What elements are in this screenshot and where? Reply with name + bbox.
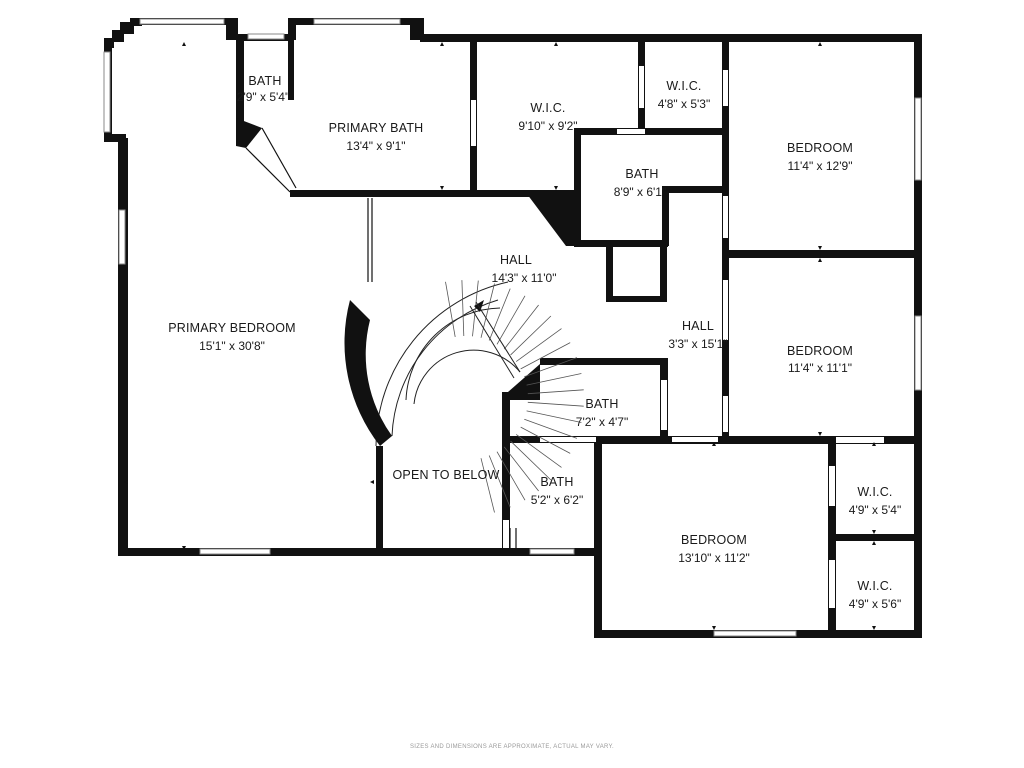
room-dim-bedroom3: 13'10" x 11'2" — [678, 551, 750, 565]
stair-tread — [520, 426, 571, 454]
room-dim-wic4: 4'9" x 5'6" — [849, 597, 901, 611]
room-name-wic3: W.I.C. — [857, 485, 892, 499]
room-dim-hall1: 14'3" x 11'0" — [492, 271, 557, 285]
room-dim-primary-bath: 13'4" x 9'1" — [346, 139, 405, 153]
stair-tread — [461, 280, 465, 337]
stair-tread — [510, 440, 552, 481]
stair-tread — [520, 342, 571, 370]
room-name-bedroom3: BEDROOM — [681, 533, 747, 547]
room-name-bedroom1: BEDROOM — [787, 141, 853, 155]
disclaimer-text: SIZES AND DIMENSIONS ARE APPROXIMATE, AC… — [410, 744, 614, 750]
room-labels: BATH 2'9" x 5'4" PRIMARY BATH 13'4" x 9'… — [168, 74, 901, 611]
stair-tread — [480, 283, 495, 338]
stair-tread — [524, 357, 578, 378]
stair-tread — [515, 328, 562, 362]
room-name-primary-bedroom: PRIMARY BEDROOM — [168, 321, 296, 335]
stair-tread — [526, 373, 582, 386]
stair-tread — [472, 280, 479, 337]
room-dim-wic1: 9'10" x 9'2" — [518, 119, 577, 133]
room-dim-wic2: 4'8" x 5'3" — [658, 97, 710, 111]
stair-tread — [496, 451, 526, 501]
stair-tread — [488, 288, 511, 341]
room-dim-bedroom2: 11'4" x 11'1" — [788, 361, 852, 375]
room-name-bath1: BATH — [248, 74, 281, 88]
openings — [471, 66, 884, 608]
room-dim-primary-bedroom: 15'1" x 30'8" — [199, 339, 265, 353]
room-dim-bedroom1: 11'4" x 12'9" — [788, 159, 853, 173]
room-dim-bath4: 5'2" x 6'2" — [531, 493, 583, 507]
stair-tread — [510, 315, 552, 356]
dimension-ticks — [124, 42, 876, 630]
stair-tread — [527, 389, 584, 395]
room-name-wic2: W.I.C. — [666, 79, 701, 93]
room-dim-wic3: 4'9" x 5'4" — [849, 503, 901, 517]
room-name-bath3: BATH — [585, 397, 618, 411]
room-name-bath4: BATH — [540, 475, 573, 489]
stair-tread — [480, 458, 495, 513]
room-dim-bath3: 7'2" x 4'7" — [576, 415, 628, 429]
stair-tread — [445, 281, 456, 337]
room-name-wic1: W.I.C. — [530, 101, 565, 115]
stair-tread — [527, 401, 584, 407]
room-name-bedroom2: BEDROOM — [787, 344, 853, 358]
room-name-wic4: W.I.C. — [857, 579, 892, 593]
stair-tread — [526, 410, 582, 423]
spiral-staircase — [344, 280, 584, 513]
room-dim-bath2: 8'9" x 6'1" — [614, 185, 666, 199]
room-name-open-to-below: OPEN TO BELOW — [392, 468, 499, 482]
stair-tread — [503, 304, 539, 350]
stair-tread — [515, 434, 562, 468]
diagonal-walls — [245, 127, 517, 548]
room-dim-bath1: 2'9" x 5'4" — [237, 90, 289, 104]
room-name-bath2: BATH — [625, 167, 658, 181]
room-name-hall2: HALL — [682, 319, 714, 333]
windows — [103, 18, 922, 637]
stair-tread — [496, 295, 526, 345]
room-dim-hall2: 3'3" x 15'1" — [668, 337, 727, 351]
room-name-primary-bath: PRIMARY BATH — [329, 121, 424, 135]
stair-tread — [488, 455, 511, 508]
stair-tread — [524, 418, 578, 439]
stair-tread — [503, 446, 539, 492]
room-name-hall1: HALL — [500, 253, 532, 267]
